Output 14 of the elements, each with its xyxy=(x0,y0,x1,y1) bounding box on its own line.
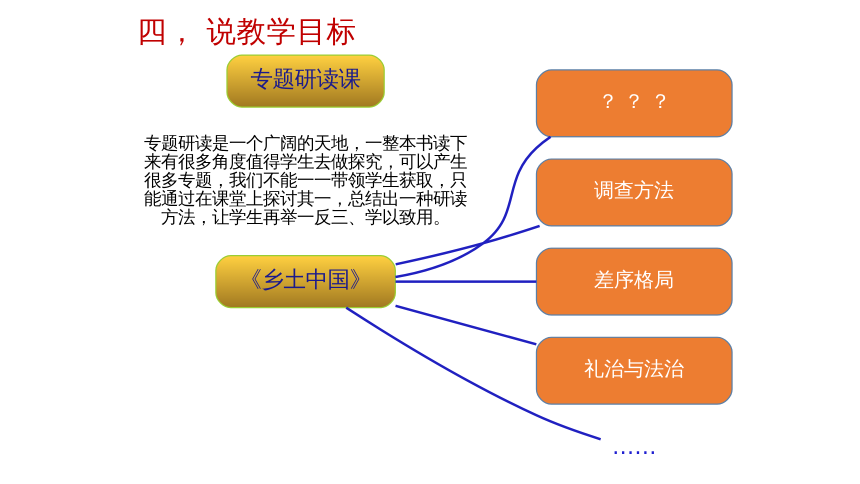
node-text: …… xyxy=(612,434,657,460)
node-box: 礼治与法治 xyxy=(536,336,733,405)
connector xyxy=(395,136,552,278)
connector xyxy=(395,224,540,266)
connector xyxy=(396,280,536,283)
connector xyxy=(346,306,602,440)
node-box: 差序格局 xyxy=(536,248,733,316)
connector xyxy=(395,304,537,346)
node-box: 《乡土中国》 xyxy=(215,255,396,308)
diagram-title: 四， 说教学目标 xyxy=(137,14,357,50)
node-box: ？ ？ ？ xyxy=(536,69,733,138)
label: 专题研读是一个广阔的天地，一整本书读下来有很多角度值得学生去做探究，可以产生很多专题，我们不能一一带领学生获取，只能通过在课堂上探讨其一，总结出一种研读方法，让学生再举一反三、学以致用。 xyxy=(144,134,468,228)
node-box: 调查方法 xyxy=(536,158,733,227)
node-box: 专题研读课 xyxy=(226,54,385,108)
